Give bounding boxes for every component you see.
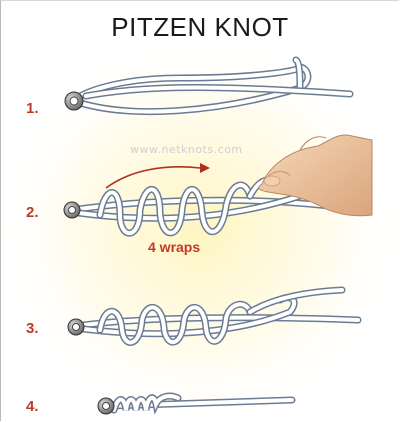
step-1-figure	[64, 56, 354, 116]
step-2-number: 2.	[26, 204, 39, 221]
step-4-knot	[112, 394, 180, 412]
step-4-number: 4.	[26, 398, 39, 415]
hook-eye-icon	[64, 91, 84, 111]
watermark-text: www.netknots.com	[130, 143, 243, 156]
hook-eye-icon	[67, 318, 85, 336]
step-3-number: 3.	[26, 320, 39, 337]
step-1-line-top	[294, 58, 302, 90]
direction-arrow-icon	[105, 163, 210, 189]
diagram-title: PITZEN KNOT	[111, 12, 289, 42]
wraps-annotation: 4 wraps	[148, 239, 201, 255]
step-3-wraps	[98, 302, 252, 345]
step-2-wraps	[98, 183, 252, 236]
step-2-figure	[63, 134, 373, 237]
step-1-number: 1.	[26, 100, 39, 117]
step-3-figure	[67, 286, 362, 346]
hook-eye-icon	[63, 201, 81, 219]
step-4-figure	[97, 392, 296, 415]
step-1-standing	[84, 85, 352, 98]
hook-eye-icon	[97, 397, 115, 415]
finger-icon	[258, 134, 373, 217]
